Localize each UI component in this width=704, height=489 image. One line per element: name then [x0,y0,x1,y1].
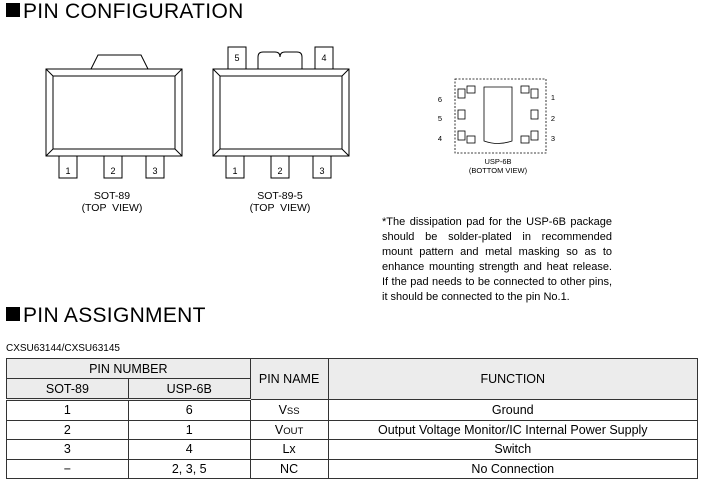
function-cell: Output Voltage Monitor/IC Internal Power… [327,419,699,440]
sot89-pin-2: 2 [110,166,115,176]
sot89-view: (TOP VIEW) [82,202,143,214]
function-cell: No Connection [327,458,699,479]
pin-configuration-diagrams: 1 2 3 SOT-89 (TOP VIEW) 5 4 1 2 3 SOT-89… [45,46,555,214]
table-row: 2 1 VOUT Output Voltage Monitor/IC Inter… [6,419,699,440]
pin-name-header: PIN NAME [249,358,329,400]
sot89-pin-cell: 1 [6,399,129,421]
usp6b-label: USP-6B [484,157,511,166]
sot89-pin-cell: − [6,458,129,479]
usp6b-pin-2: 2 [551,114,555,123]
pin-name-cell: NC [249,458,329,479]
part-numbers: CXSU63144/CXSU63145 [6,343,120,354]
pin-name-cell: Lx [249,439,329,460]
sot89-5-label: SOT-89-5 [257,190,303,202]
usp6b-pin-cell: 2, 3, 5 [127,458,251,479]
function-cell: Switch [327,439,699,460]
sot89-5-view: (TOP VIEW) [250,202,311,214]
usp6b-package [454,78,547,154]
pin-configuration-heading: PIN CONFIGURATION [6,1,244,22]
pin-assignment-table: PIN NUMBER PIN NAME FUNCTION SOT-89 USP-… [6,358,699,479]
sot89-pin-cell: 3 [6,439,129,460]
usp6b-pin-cell: 4 [127,439,251,460]
sot89-pin-1: 1 [65,166,70,176]
usp6b-pin-3: 3 [551,134,555,143]
function-cell: Ground [327,399,699,421]
sot89-5-package [212,46,350,179]
sot89-package [45,54,183,179]
table-row: − 2, 3, 5 NC No Connection [6,458,699,479]
sot89-5-pin-5: 5 [234,53,239,63]
sot89-5-pin-4: 4 [321,53,326,63]
usp6b-pin-cell: 6 [127,399,251,421]
usp6b-view: (BOTTOM VIEW) [469,166,528,175]
pin-number-header: PIN NUMBER [6,358,251,379]
usp6b-pin-6: 6 [438,95,442,104]
sot89-5-pin-3: 3 [319,166,324,176]
usp6b-pin-cell: 1 [127,419,251,440]
usp6b-header: USP-6B [127,378,251,401]
sot89-label: SOT-89 [94,190,130,202]
usp6b-pin-4: 4 [438,134,442,143]
dissipation-pad-note: *The dissipation pad for the USP-6B pack… [382,216,612,303]
pin-name-cell: VOUT [249,419,329,440]
square-bullet-icon [6,3,20,17]
usp6b-pin-5: 5 [438,114,442,123]
pin-assignment-heading: PIN ASSIGNMENT [6,305,206,326]
sot89-5-pin-2: 2 [277,166,282,176]
sot89-header: SOT-89 [6,378,129,401]
sot89-pin-3: 3 [152,166,157,176]
square-bullet-icon [6,307,20,321]
sot89-pin-cell: 2 [6,419,129,440]
sot89-5-pin-1: 1 [232,166,237,176]
pin-name-cell: VSS [249,399,329,421]
usp6b-pin-1: 1 [551,93,555,102]
table-row: 1 6 VSS Ground [6,399,699,421]
table-row: 3 4 Lx Switch [6,439,699,460]
function-header: FUNCTION [327,358,699,400]
